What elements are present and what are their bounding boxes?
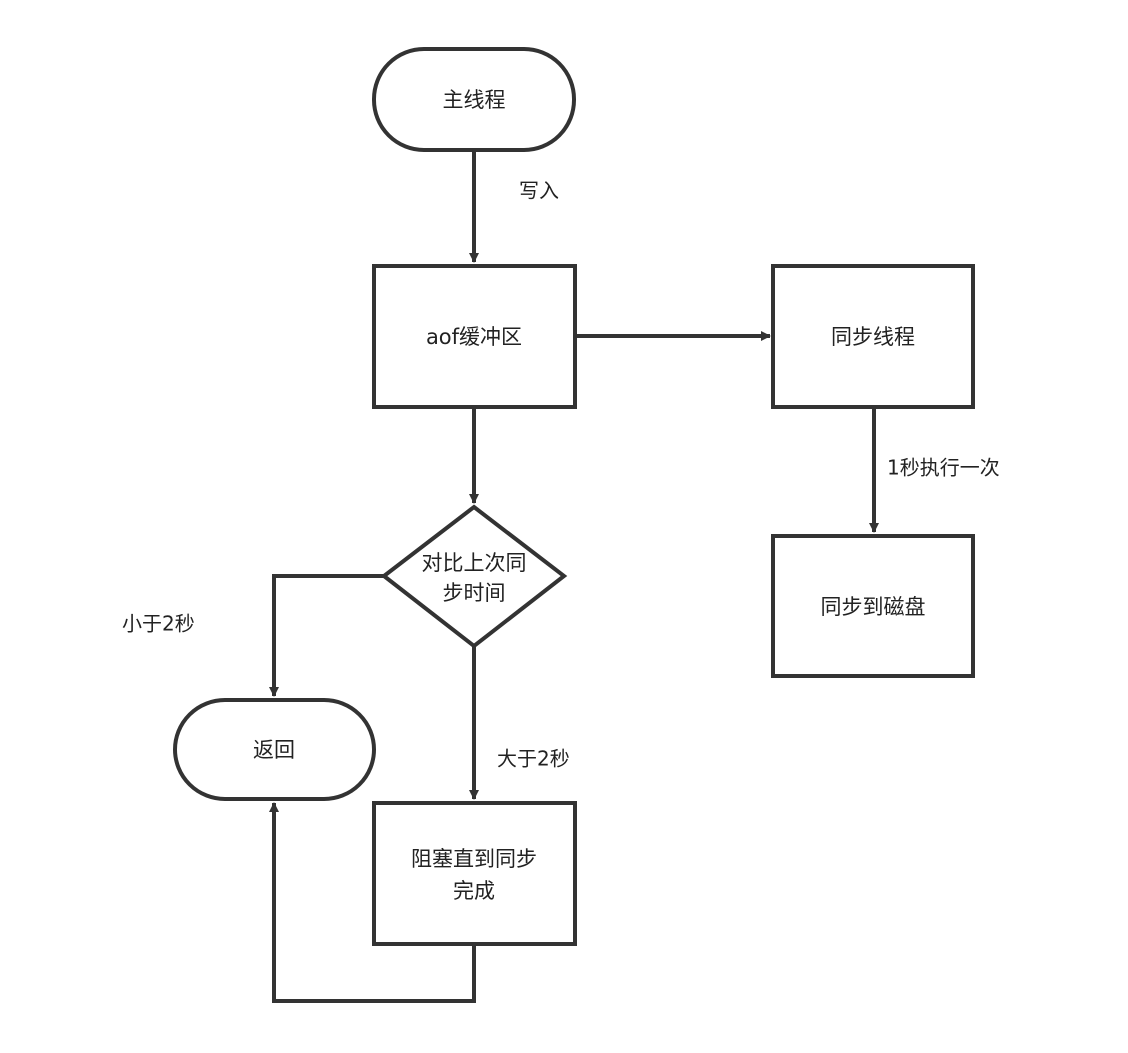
edge-less-than-label: 小于2秒: [122, 612, 195, 636]
node-block-label-line2: 完成: [453, 879, 495, 903]
node-aof-buffer-label: aof缓冲区: [426, 325, 522, 349]
node-sync-disk-label: 同步到磁盘: [821, 595, 926, 619]
node-compare-label-line1: 对比上次同: [422, 551, 527, 575]
edge-greater-than-label: 大于2秒: [497, 747, 570, 771]
node-main-thread-shape: [372, 47, 576, 152]
node-aof-buffer-shape: [372, 264, 577, 409]
edge-every-second-label: 1秒执行一次: [887, 456, 1000, 480]
node-block-label-line1: 阻塞直到同步: [411, 847, 537, 871]
node-main-thread-label: 主线程: [443, 88, 506, 112]
node-return-label: 返回: [253, 738, 295, 762]
node-sync-thread-label: 同步线程: [831, 325, 915, 349]
node-compare-shape: [380, 504, 568, 649]
edge-compare-to-return: [269, 574, 384, 697]
node-sync-thread-shape: [771, 264, 975, 409]
node-block-shape: [372, 801, 577, 946]
node-compare-label-line2: 步时间: [443, 581, 506, 605]
node-sync-disk-shape: [771, 534, 975, 678]
edge-write-label: 写入: [519, 179, 559, 203]
edge-block-to-return: [269, 802, 476, 1003]
node-return-shape: [173, 698, 376, 801]
